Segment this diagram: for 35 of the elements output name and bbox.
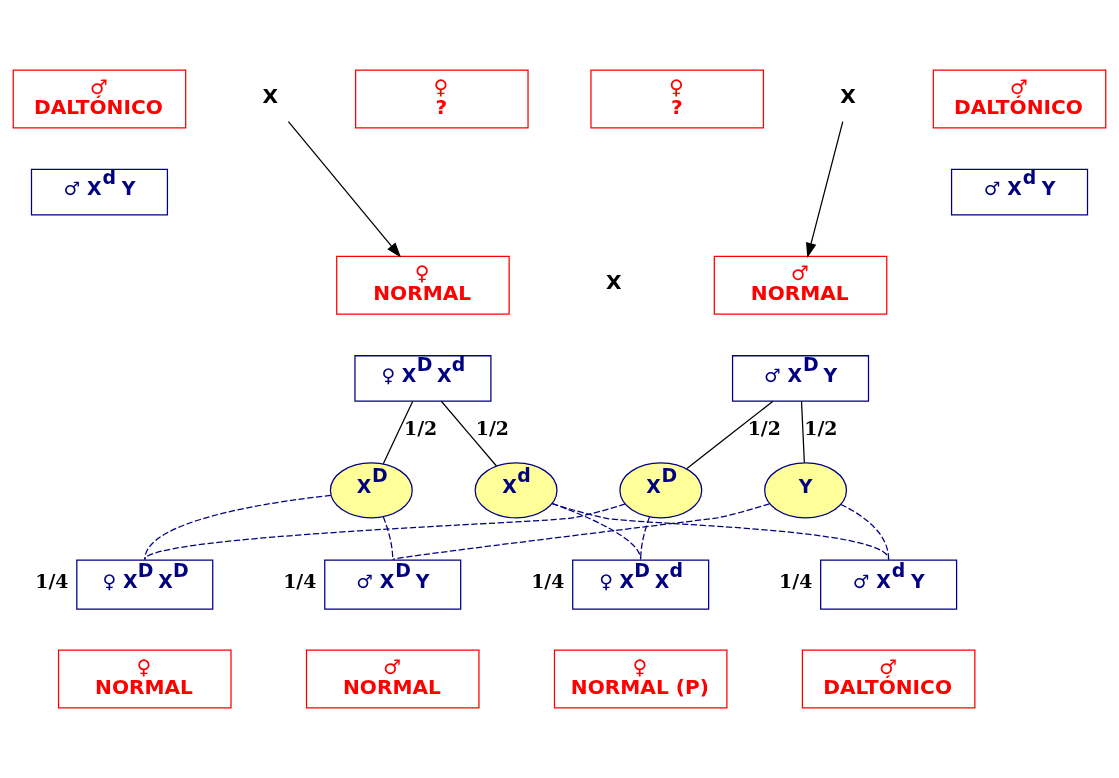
edge-label: 1/2 (475, 417, 509, 440)
node-box: ♀ NORMAL (P) (553, 649, 728, 709)
node-box: ♀ ? (590, 69, 765, 129)
label: X (606, 269, 622, 294)
connector (640, 516, 651, 561)
connector (840, 503, 890, 561)
node-box: ♀ NORMAL (336, 255, 510, 315)
node-label: 1/4 (779, 569, 813, 592)
node-label: 1/4 (35, 569, 69, 592)
node-box: ♂ NORMAL (305, 649, 480, 709)
node-box: ♂ DALTÓNICO (801, 649, 976, 709)
node-box: ♀ NORMAL (57, 649, 232, 709)
node-text: X (262, 83, 278, 108)
connector (382, 516, 394, 561)
node-label: 1/4 (531, 569, 565, 592)
arrow (287, 121, 402, 258)
connector (144, 503, 626, 561)
node-box: ♀ ? (354, 69, 529, 129)
edge-label: 1/2 (404, 417, 438, 440)
node-text: X (840, 83, 856, 108)
node-box: ♂ DALTÓNICO (12, 69, 187, 129)
connector (440, 400, 498, 467)
connector (551, 503, 890, 561)
node-label: 1/4 (283, 569, 317, 592)
connector (144, 494, 332, 561)
connector (382, 400, 414, 465)
connector (392, 503, 771, 561)
arrow (806, 121, 844, 258)
node-ellipse: Y (764, 462, 848, 519)
node-box: ♂ NORMAL (713, 255, 888, 315)
node-box: ♂ DALTÓNICO (932, 69, 1107, 129)
connector (800, 400, 805, 464)
connector (686, 400, 774, 470)
edge-label: 1/2 (804, 417, 838, 440)
edge-label: 1/2 (747, 417, 781, 440)
